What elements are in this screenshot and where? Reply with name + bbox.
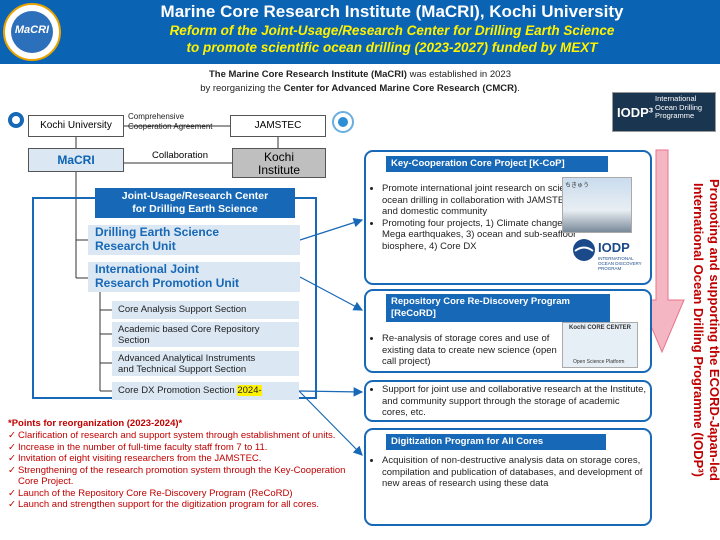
core-repository-section: Academic based Core Repository Section bbox=[112, 322, 299, 347]
agreement-line-1: Comprehensive bbox=[128, 112, 185, 121]
point-item: ✓Launch and strengthen support for the d… bbox=[8, 499, 320, 510]
points-title: *Points for reorganization (2023-2024)* bbox=[8, 418, 183, 429]
iodp-logo-sub: INTERNATIONAL OCEAN DISCOVERY PROGRAM bbox=[598, 256, 642, 271]
joint-usage-center-header: Joint-Usage/Research Center for Drilling… bbox=[95, 188, 295, 218]
record-title-line-2: [ReCoRD] bbox=[391, 308, 436, 319]
page-title: Marine Core Research Institute (MaCRI), … bbox=[160, 2, 624, 21]
check-icon: ✓ bbox=[8, 430, 16, 441]
digitization-title: Digitization Program for All Cores bbox=[386, 434, 606, 450]
section2-line-1: Academic based Core Repository bbox=[118, 324, 260, 335]
unit1-line-2: Research Unit bbox=[95, 239, 176, 253]
kochi-institute-line-2: Institute bbox=[257, 163, 301, 177]
section4-year-badge: 2024- bbox=[237, 385, 262, 396]
record-title: Repository Core Re-Discovery Program [Re… bbox=[386, 294, 610, 322]
kcop-item: Promote international joint research on … bbox=[382, 183, 588, 218]
section3-line-1: Advanced Analytical Instruments bbox=[118, 353, 256, 364]
core-dx-section: Core DX Promotion Section 2024- bbox=[112, 382, 299, 400]
point-item: ✓Increase in the number of full-time fac… bbox=[8, 441, 268, 453]
jur-line-2: for Drilling Earth Science bbox=[132, 203, 258, 215]
point-item: ✓Strengthening of the research promotion… bbox=[8, 464, 346, 488]
globe-icon bbox=[573, 239, 595, 261]
point-item: ✓Launch of the Repository Core Re-Discov… bbox=[8, 487, 293, 499]
support-list: Support for joint use and collaborative … bbox=[368, 384, 648, 419]
iodp-logo-main: IODP bbox=[598, 240, 630, 255]
core-center-illustration: Kochi CORE CENTER Open Science Platform bbox=[562, 322, 638, 368]
core-center-caption: Kochi CORE CENTER bbox=[569, 325, 632, 331]
kochi-university-box: Kochi University bbox=[28, 115, 124, 137]
kochi-institute-box: Kochi Institute bbox=[232, 148, 326, 178]
intro-text: The Marine Core Research Institute (MaCR… bbox=[140, 68, 580, 96]
kcop-item: Promoting four projects, 1) Climate chan… bbox=[382, 218, 588, 253]
macri-logo: MaCRI bbox=[3, 3, 61, 61]
international-joint-research-unit: International Joint Research Promotion U… bbox=[88, 262, 300, 292]
side-vertical-text: Promoting and supporting the ECORD-Japan… bbox=[691, 179, 720, 481]
check-icon: ✓ bbox=[8, 453, 16, 464]
analytical-instruments-section: Advanced Analytical Instruments and Tech… bbox=[112, 351, 299, 376]
header-banner bbox=[0, 0, 720, 64]
point-item: ✓Clarification of research and support s… bbox=[8, 430, 336, 441]
kcop-title: Key-Cooperation Core Project [K-CoP] bbox=[386, 156, 608, 172]
kochi-institute-line-1: Kochi bbox=[263, 150, 295, 164]
section4-label: Core DX Promotion Section bbox=[118, 385, 238, 396]
intro-rest-1: was established in 2023 bbox=[406, 69, 511, 80]
unit1-line-1: Drilling Earth Science bbox=[95, 225, 220, 239]
jamstec-box: JAMSTEC bbox=[230, 115, 326, 137]
iodp3-logo-main: IODP³ bbox=[617, 105, 654, 120]
support-item: Support for joint use and collaborative … bbox=[382, 384, 648, 419]
check-icon: ✓ bbox=[8, 441, 16, 453]
record-list: Re-analysis of storage cores and use of … bbox=[368, 333, 558, 368]
record-item: Re-analysis of storage cores and use of … bbox=[382, 333, 558, 368]
core-center-caption-2: Open Science Platform bbox=[573, 359, 625, 365]
page-subtitle: Reform of the Joint-Usage/Research Cente… bbox=[64, 22, 720, 56]
check-icon: ✓ bbox=[8, 464, 16, 476]
iodp3-logo-sub: International Ocean Drilling Programme bbox=[655, 94, 703, 120]
unit2-line-2: Research Promotion Unit bbox=[95, 276, 240, 290]
subtitle-line-2: to promote scientific ocean drilling (20… bbox=[186, 40, 598, 55]
check-icon: ✓ bbox=[8, 487, 16, 499]
kcop-list: Promote international joint research on … bbox=[368, 183, 588, 252]
section2-line-2: Section bbox=[118, 335, 150, 346]
digitization-list: Acquisition of non-destructive analysis … bbox=[368, 455, 648, 490]
intro-post-2: . bbox=[517, 83, 520, 94]
collaboration-label: Collaboration bbox=[152, 150, 208, 161]
iodp-logo: IODP INTERNATIONAL OCEAN DISCOVERY PROGR… bbox=[572, 236, 648, 271]
check-icon: ✓ bbox=[8, 499, 16, 510]
iodp3-logo: IODP³ International Ocean Drilling Progr… bbox=[612, 92, 716, 132]
intro-bold-1: The Marine Core Research Institute (MaCR… bbox=[208, 69, 407, 80]
intro-bold-2: Center for Advanced Marine Core Research… bbox=[283, 83, 518, 94]
drilling-earth-science-unit: Drilling Earth Science Research Unit bbox=[88, 225, 300, 255]
core-analysis-section: Core Analysis Support Section bbox=[112, 301, 299, 319]
section3-line-2: and Technical Support Section bbox=[118, 364, 247, 375]
macri-box: MaCRI bbox=[28, 148, 124, 172]
agreement-line-2: Cooperation Agreement bbox=[128, 122, 213, 131]
intro-pre-2: by reorganizing the bbox=[200, 83, 284, 94]
unit2-line-1: International Joint bbox=[95, 262, 200, 276]
point-item: ✓Invitation of eight visiting researcher… bbox=[8, 453, 262, 464]
logo-text: MaCRI bbox=[14, 24, 50, 36]
subtitle-line-1: Reform of the Joint-Usage/Research Cente… bbox=[169, 23, 615, 38]
chikyu-ship-photo: ちきゅう bbox=[562, 177, 632, 233]
logo-globe: MaCRI bbox=[11, 11, 53, 53]
photo-caption: ちきゅう bbox=[565, 183, 590, 189]
points-list: ✓Clarification of research and support s… bbox=[8, 430, 348, 511]
digitization-item: Acquisition of non-destructive analysis … bbox=[382, 455, 648, 490]
agreement-label: Comprehensive Cooperation Agreement bbox=[128, 112, 228, 132]
jur-line-1: Joint-Usage/Research Center bbox=[121, 190, 269, 202]
record-title-line-1: Repository Core Re-Discovery Program bbox=[391, 296, 570, 307]
support-box bbox=[364, 380, 652, 422]
